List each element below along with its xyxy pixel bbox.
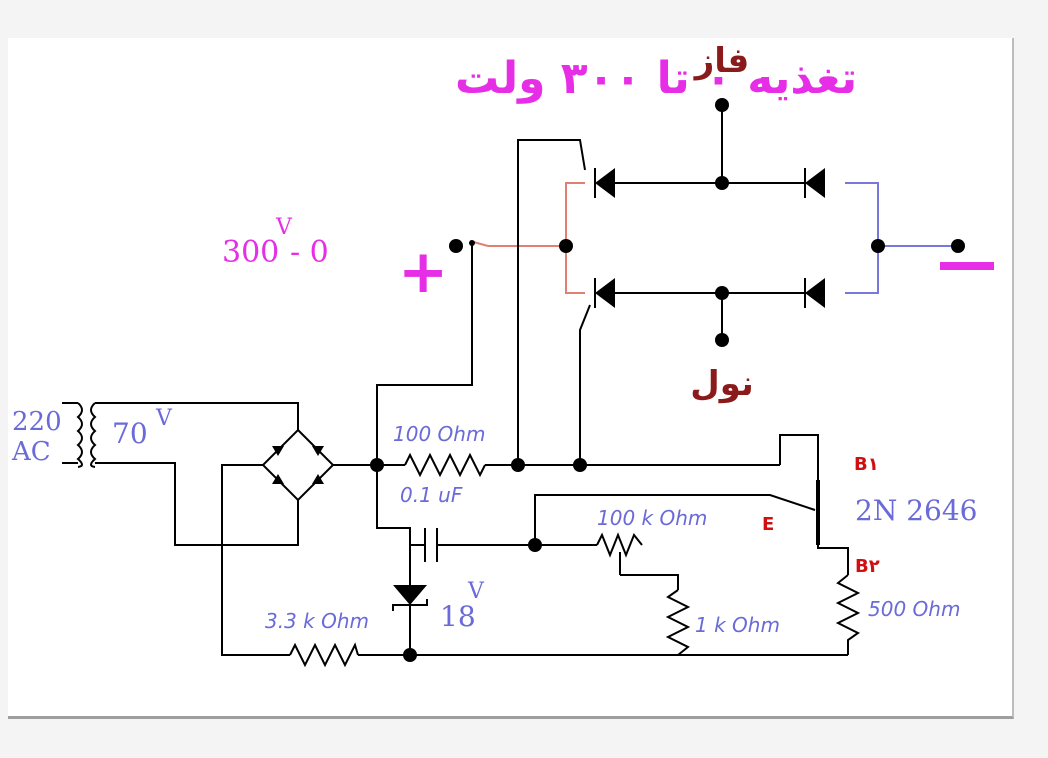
diode-bottom-right: [805, 278, 825, 308]
pot-100k-label: 100 k Ohm: [597, 506, 707, 530]
small-bridge-diodes: [272, 446, 324, 484]
title: تغذیه ۰ تا ۳۰۰ ولت: [455, 53, 857, 104]
base2-label: B٢: [855, 556, 880, 577]
neutral-label: نول: [690, 364, 754, 404]
bridge-diodes: [594, 168, 825, 308]
thyristor-bottom-left: [595, 278, 615, 308]
output-range-label: 300: [222, 235, 279, 270]
wires: [95, 105, 958, 668]
junction-dots: [370, 98, 965, 662]
zener-voltage-label: 18: [440, 600, 476, 633]
output-range-unit: V: [275, 215, 293, 240]
transformer: [62, 402, 97, 468]
resistor-3-3k-label: 3.3 k Ohm: [265, 609, 369, 633]
diode-top-right: [805, 168, 825, 198]
plus-terminal-label: +: [398, 237, 448, 307]
output-range-zero: - 0: [290, 235, 329, 270]
secondary-unit-label: V: [155, 406, 173, 431]
minus-terminal-label: [940, 262, 994, 270]
zener-unit-label: V: [467, 579, 485, 604]
resistor-500-label: 500 Ohm: [868, 597, 960, 621]
phase-label: فاز: [693, 41, 750, 81]
diagram-frame: [8, 38, 1014, 719]
resistor-100-label: 100 Ohm: [393, 422, 485, 446]
emitter-label: E: [762, 514, 774, 535]
zener-diode: [392, 585, 428, 611]
thyristor-top-left: [595, 168, 615, 198]
capacitor-label: 0.1 uF: [400, 483, 463, 507]
resistor-1k-label: 1 k Ohm: [695, 613, 780, 637]
transistor-label: 2N 2646: [855, 494, 977, 527]
base1-label: B١: [854, 454, 879, 475]
input-voltage-label: 220: [12, 407, 62, 437]
input-ac-label: AC: [11, 437, 51, 467]
top-background: [0, 0, 1048, 38]
secondary-voltage-label: 70: [112, 417, 148, 450]
